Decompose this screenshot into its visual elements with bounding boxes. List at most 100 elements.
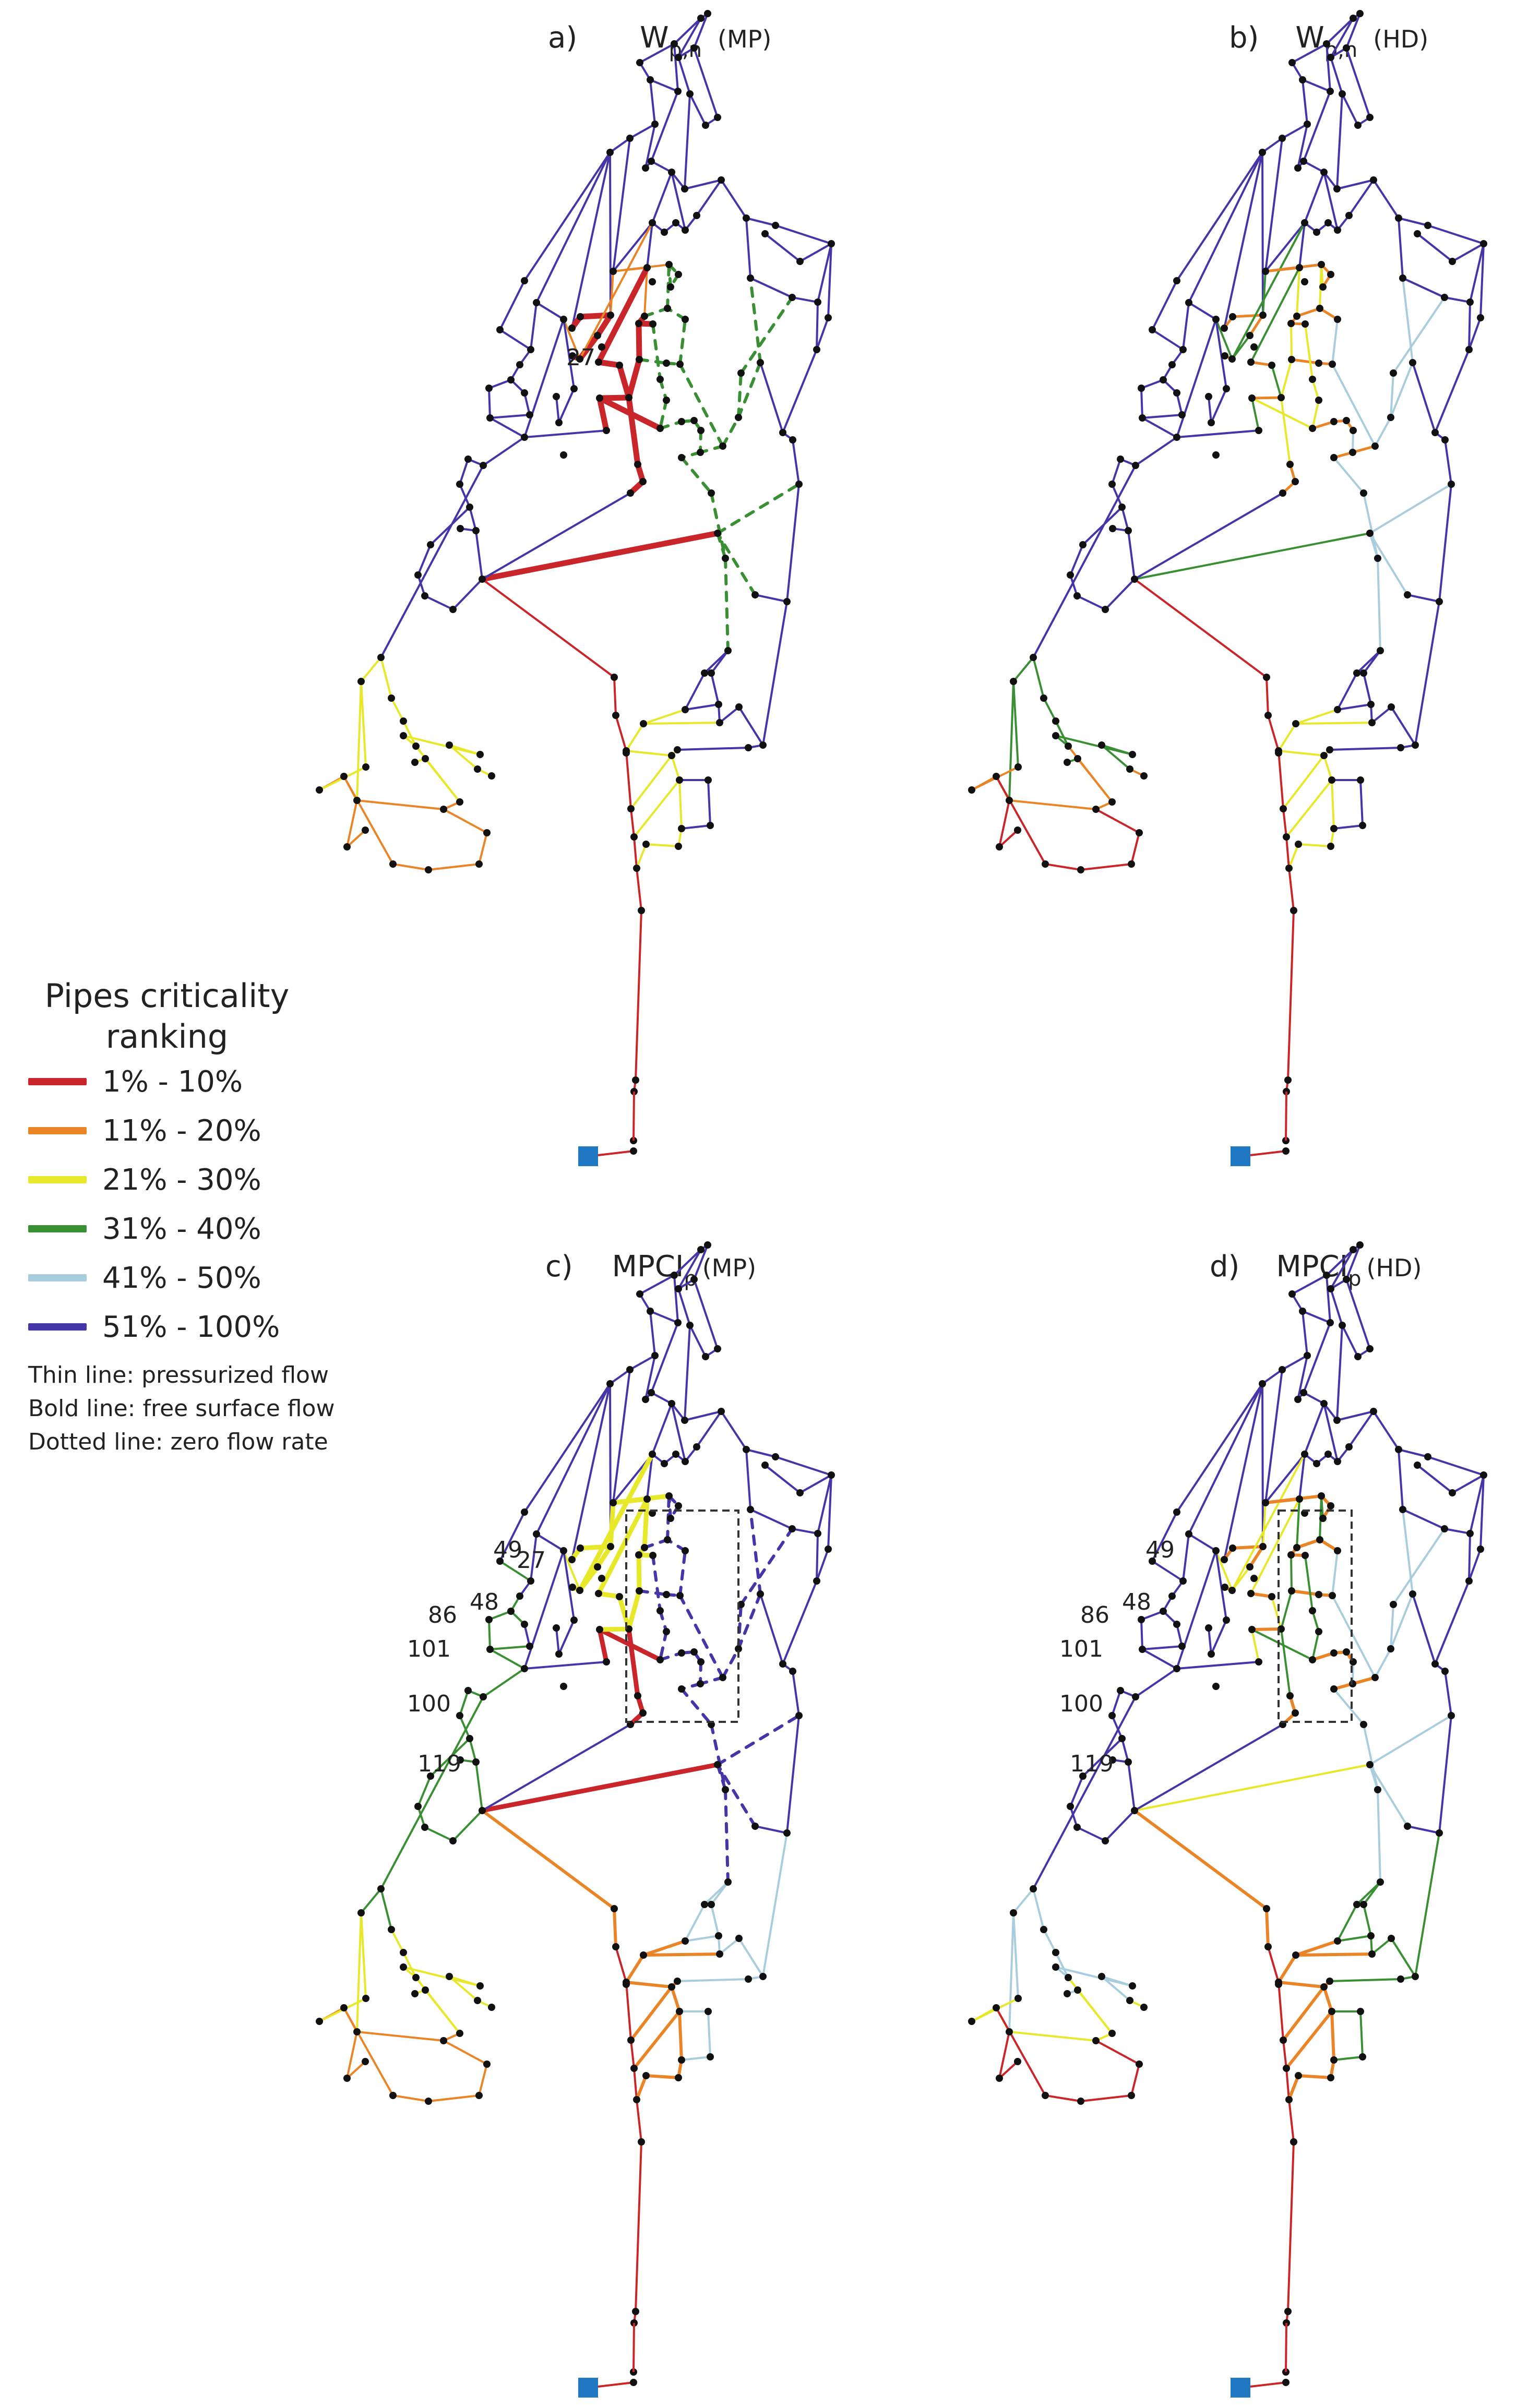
pipe <box>1262 1502 1267 1548</box>
pipe <box>1208 396 1212 424</box>
junction-node <box>627 2036 635 2044</box>
junction-node <box>1324 1451 1332 1458</box>
junction-node <box>1404 591 1411 598</box>
junction-node <box>678 1685 685 1693</box>
pipe <box>625 1981 673 1988</box>
legend-swatch-icon <box>28 1323 87 1331</box>
pipe <box>651 322 662 381</box>
pipe <box>1176 1623 1183 1647</box>
junction-node <box>1313 229 1320 236</box>
pipe <box>678 1594 724 1679</box>
pipe <box>678 318 687 366</box>
pipe <box>571 1383 611 1561</box>
pipe <box>630 808 635 838</box>
junction-node <box>674 746 681 753</box>
panel-a-title: a)Wp,n(MP) <box>548 21 771 62</box>
pipe <box>1331 318 1339 365</box>
junction-node <box>1328 776 1335 784</box>
pipe <box>448 1975 481 1987</box>
junction-node <box>1223 1616 1230 1624</box>
pipe <box>1330 1288 1343 1326</box>
pipe <box>651 171 673 224</box>
junction-node <box>663 1591 670 1598</box>
junction-node <box>682 1547 689 1554</box>
junction-node <box>1315 1628 1322 1635</box>
legend-note-thin: Thin line: pressurized flow <box>28 1362 329 1388</box>
junction-node <box>1140 2004 1148 2011</box>
junction-node <box>1136 829 1143 836</box>
junction-node <box>704 1241 711 1249</box>
junction-node <box>1132 1693 1139 1700</box>
junction-node <box>968 2018 975 2025</box>
junction-node <box>1279 1366 1286 1373</box>
pipe <box>1280 1628 1291 1697</box>
junction-node <box>1368 719 1376 726</box>
pipe <box>1390 1603 1394 1650</box>
pipe-id-label: 119 <box>1070 1751 1114 1777</box>
junction-node <box>389 2092 397 2099</box>
junction-node <box>1138 1616 1145 1623</box>
pipe <box>786 483 800 603</box>
pipe <box>1281 123 1308 139</box>
pipe <box>1008 2031 1097 2042</box>
pipe <box>390 1928 404 1954</box>
pipe <box>827 243 832 319</box>
junction-node <box>1250 1575 1258 1582</box>
junction-node <box>1441 1668 1449 1675</box>
junction-node <box>665 1492 673 1500</box>
junction-node <box>353 2028 361 2035</box>
pipe <box>699 445 724 454</box>
junction-node <box>701 669 708 677</box>
junction-node <box>663 360 670 367</box>
pipe <box>1329 1978 1402 1982</box>
pipe <box>650 1392 673 1405</box>
pipe <box>611 1493 672 1505</box>
pipe <box>644 123 656 169</box>
pipe <box>684 1903 706 1942</box>
pipe <box>555 1627 560 1655</box>
pipe <box>448 744 479 770</box>
junction-node <box>496 1558 504 1565</box>
pipe <box>629 123 656 139</box>
junction-node <box>1108 481 1116 488</box>
junction-node <box>656 1607 664 1614</box>
pipe <box>1250 1150 1286 1156</box>
junction-node <box>675 54 682 61</box>
junction-node <box>1139 1646 1146 1653</box>
panel-d-letter: d) <box>1210 1250 1240 1284</box>
junction-node <box>595 1590 602 1597</box>
junction-node <box>1064 1990 1071 1997</box>
pipe <box>1182 1533 1190 1582</box>
junction-node <box>1205 1624 1212 1632</box>
pipe <box>724 1788 730 1884</box>
junction-node <box>708 669 715 677</box>
junction-node <box>1409 359 1416 366</box>
pipe <box>710 1903 720 1937</box>
junction-node <box>1139 414 1146 422</box>
junction-node <box>682 1937 689 1945</box>
pipe <box>1231 1453 1306 1591</box>
legend-rows: 1% - 10%11% - 20%21% - 30%31% - 40%41% -… <box>21 1057 376 1351</box>
junction-node <box>1309 376 1316 383</box>
junction-node <box>1296 1495 1303 1503</box>
pipe <box>1363 672 1372 705</box>
pipe <box>626 356 642 401</box>
junction-node <box>1294 164 1302 172</box>
pipe <box>1392 1528 1446 1606</box>
junction-node <box>678 418 685 425</box>
pipe <box>1182 302 1190 351</box>
pipe <box>417 1805 426 1828</box>
junction-node <box>1014 2058 1021 2065</box>
junction-node <box>789 1668 796 1675</box>
pipe <box>673 43 679 92</box>
pipe <box>1285 2010 1333 2070</box>
pipe <box>343 2007 394 2096</box>
pipe <box>1390 1937 1416 1978</box>
pipe <box>1008 1912 1014 2033</box>
pipe <box>1121 1738 1129 1763</box>
pipe <box>1333 457 1365 494</box>
junction-node <box>1320 1983 1328 1991</box>
junction-node <box>1300 158 1307 165</box>
junction-node <box>1319 283 1327 291</box>
junction-node <box>1109 1756 1116 1764</box>
